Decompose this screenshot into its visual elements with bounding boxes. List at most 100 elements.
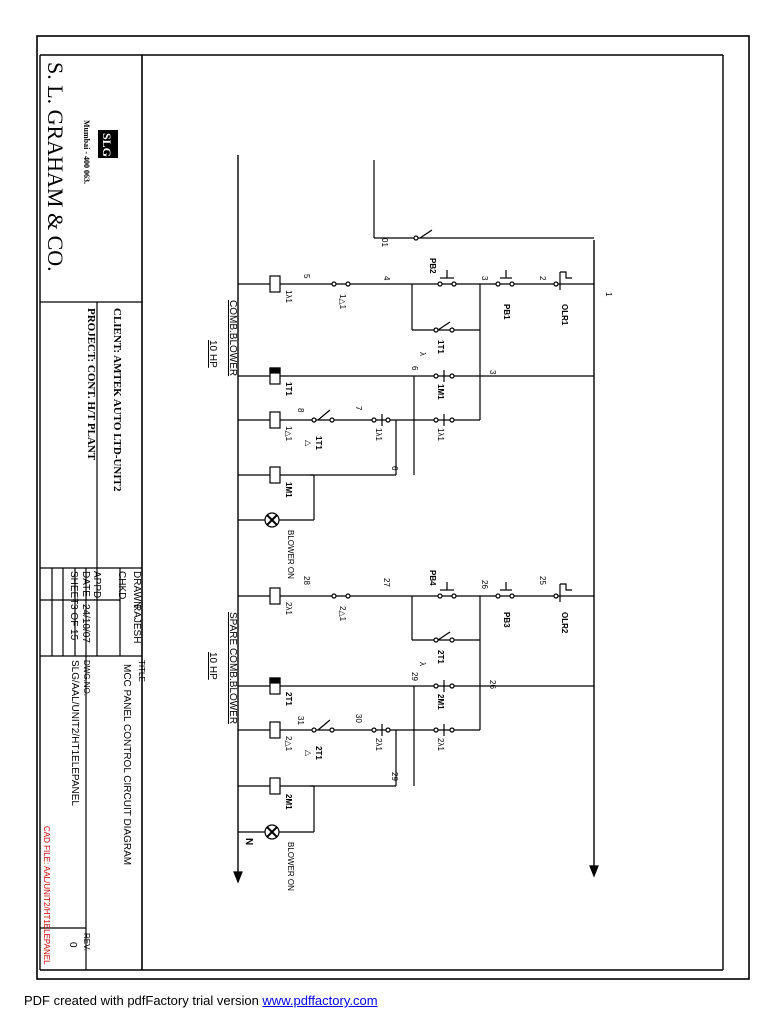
wire-6: 6 bbox=[410, 366, 419, 371]
dwg-number: SLG/AAL/UNIT2/HT1ELEPANEL bbox=[69, 660, 80, 806]
rev-value: 0 bbox=[67, 942, 78, 948]
wire-4: 4 bbox=[382, 276, 391, 281]
chkd-label: CHKD. bbox=[116, 571, 127, 602]
contact-1m1-label: 1M1 bbox=[436, 384, 445, 400]
wire-5: 5 bbox=[302, 274, 311, 279]
wire-01: 01 bbox=[380, 238, 389, 247]
wire-3: 3 bbox=[480, 276, 489, 281]
section-2-title: SPARE COMB.BLOWER bbox=[227, 612, 238, 724]
wire-3b: 3 bbox=[488, 370, 497, 375]
pb2-label: PB2 bbox=[428, 258, 437, 274]
delta-coil-2-label: 2△1 bbox=[284, 736, 293, 752]
pb4-label: PB4 bbox=[428, 570, 437, 586]
delta-coil-1-label: 1△1 bbox=[284, 426, 293, 442]
delta-coil-2 bbox=[269, 721, 281, 739]
date-label: DATE bbox=[80, 571, 91, 597]
main-coil-1-label: 1M1 bbox=[284, 482, 293, 498]
blower-lamp-2-icon bbox=[264, 824, 280, 840]
circuit-2-wiring bbox=[238, 595, 594, 833]
rail-n-mark: N bbox=[243, 838, 254, 845]
company-name: S. L. GRAHAM & CO. bbox=[43, 62, 68, 272]
star-sym-2: λ bbox=[418, 662, 427, 666]
drawn-label: DRAWN bbox=[131, 571, 142, 608]
client-label: CLIENT: AMTEK AUTO LTD-UNIT2 bbox=[111, 308, 123, 492]
olr-1-label: OLR1 bbox=[560, 304, 569, 326]
contact-2y1b-label: 2λ1 bbox=[374, 738, 383, 751]
timer-coil-2-label: 2T1 bbox=[284, 692, 293, 706]
title-label: TITLE bbox=[137, 660, 146, 682]
section-titles: COMB.BLOWER 10 HP SPARE COMB.BLOWER 10 H… bbox=[207, 300, 238, 724]
timer-coil-1 bbox=[269, 367, 281, 385]
contact-1d1-label: 1△1 bbox=[338, 294, 347, 310]
pb3-label: PB3 bbox=[502, 612, 511, 628]
circuit-2: OLR2 PB3 PB4 2T1 λ 2M1 2λ1 2△1 2λ1 2T1 △… bbox=[238, 570, 594, 891]
delay-mark-1: △ bbox=[304, 440, 313, 447]
lamp-1-label: BLOWER ON bbox=[286, 530, 295, 579]
drawn-value: RAJESH bbox=[131, 604, 142, 643]
pb3-stop-button bbox=[495, 582, 515, 599]
main-coil-2 bbox=[269, 777, 281, 795]
title-block: DRAWN RAJESH CHKD. APPD. - DATE 24/10/07… bbox=[42, 571, 146, 965]
timer-contact-2-label: 2T1 bbox=[314, 746, 323, 760]
star-coil-2-label: 2λ1 bbox=[284, 602, 293, 615]
star-coil-2 bbox=[269, 587, 281, 605]
star-coil-1-label: 1λ1 bbox=[284, 290, 293, 303]
company-address: Mumbai - 400 063. bbox=[82, 120, 91, 184]
contact-2d1-label: 2△1 bbox=[338, 606, 347, 622]
timer-coil-1-label: 1T1 bbox=[284, 382, 293, 396]
blower-lamp-1-icon bbox=[264, 512, 280, 528]
date-value: 24/10/07 bbox=[80, 604, 91, 643]
pdffactory-link[interactable]: www.pdffactory.com bbox=[262, 993, 378, 1008]
main-coil-1 bbox=[269, 466, 281, 484]
wire-31: 31 bbox=[296, 716, 305, 725]
svg-text:SLG: SLG bbox=[100, 133, 114, 157]
star-coil-1 bbox=[269, 275, 281, 293]
rail-1-mark: 1 bbox=[604, 292, 613, 297]
circuit-1-wiring bbox=[238, 283, 594, 521]
appd-label: APPD. bbox=[91, 571, 102, 601]
wire-27: 27 bbox=[382, 578, 391, 587]
footer-text: PDF created with pdfFactory trial versio… bbox=[24, 993, 263, 1008]
wire-25: 25 bbox=[538, 576, 547, 585]
timer-contact-1-label: 1T1 bbox=[314, 436, 323, 450]
sheet-frame bbox=[36, 35, 750, 980]
star-sym-1: λ bbox=[418, 352, 427, 356]
project-block: CLIENT: AMTEK AUTO LTD-UNIT2 PROJECT: CO… bbox=[85, 308, 123, 492]
delay-mark-2: △ bbox=[304, 750, 313, 757]
contact-2y1-label: 2λ1 bbox=[436, 738, 445, 751]
contact-2t1-label: 2T1 bbox=[436, 650, 445, 664]
contact-1t1-label: 1T1 bbox=[436, 340, 445, 354]
contact-2m1-label: 2M1 bbox=[436, 694, 445, 710]
contacts-2 bbox=[311, 593, 455, 736]
wire-7: 7 bbox=[354, 406, 363, 411]
cad-file-note: CAD FILE: AAL/UNIT2/HT1ELEPANEL bbox=[42, 826, 51, 965]
wire-29b: 29 bbox=[390, 772, 399, 781]
wire-6b: 6 bbox=[390, 466, 399, 471]
wire-2: 2 bbox=[538, 276, 547, 281]
power-rails bbox=[233, 155, 599, 884]
timer-coil-2 bbox=[269, 677, 281, 695]
circuit-1: OLR1 PB1 PB2 1T1 λ 1M1 1λ1 1△1 1λ1 1T1 △… bbox=[238, 229, 594, 579]
olr-1-contact bbox=[553, 271, 572, 290]
rev-label: REV. bbox=[82, 933, 91, 951]
contact-01 bbox=[413, 229, 433, 241]
section-1-title: COMB.BLOWER bbox=[227, 300, 238, 376]
wire-29: 29 bbox=[410, 672, 419, 681]
section-2-rating: 10 HP bbox=[207, 652, 218, 680]
pdf-footer: PDF created with pdfFactory trial versio… bbox=[24, 993, 378, 1008]
contact-1y1-label: 1λ1 bbox=[436, 428, 445, 441]
sheet-label: SHEET bbox=[68, 571, 79, 604]
wire-8: 8 bbox=[296, 408, 305, 413]
olr-2-contact bbox=[553, 583, 572, 602]
olr-2-label: OLR2 bbox=[560, 612, 569, 634]
project-label: PROJECT: CONT. H/T PLANT bbox=[85, 308, 97, 461]
wire-26b: 26 bbox=[488, 680, 497, 689]
wire-28: 28 bbox=[302, 576, 311, 585]
contacts-1 bbox=[311, 281, 455, 426]
wire-30: 30 bbox=[354, 714, 363, 723]
wire-26: 26 bbox=[480, 580, 489, 589]
drawing-title: MCC PANEL CONTROL CIRCUIT DIAGRAM bbox=[121, 664, 132, 865]
pb1-label: PB1 bbox=[502, 304, 511, 320]
lamp-2-label: BLOWER ON bbox=[286, 842, 295, 891]
main-coil-2-label: 2M1 bbox=[284, 794, 293, 810]
